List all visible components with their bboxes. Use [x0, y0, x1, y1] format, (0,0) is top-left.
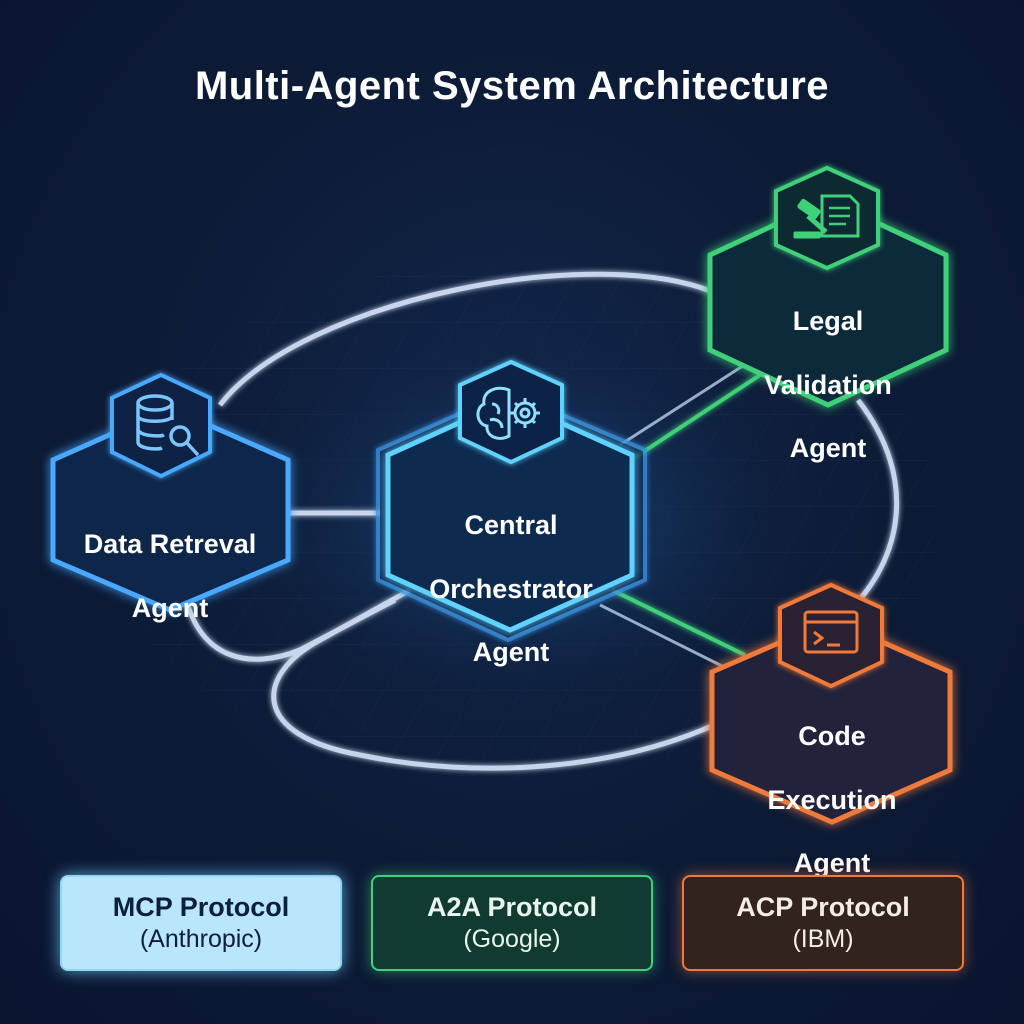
- page-title: Multi-Agent System Architecture: [194, 64, 830, 108]
- code-execution-agent-node[interactable]: [709, 582, 953, 825]
- code-icon-hexagon: [778, 582, 884, 689]
- data-retrieval-label-line1: Data Retreval: [83, 528, 257, 559]
- database-search-icon: [136, 394, 200, 457]
- central-orchestrator-agent-label: Central Orchestrator Agent: [395, 478, 627, 701]
- central-orchestrator-agent-node[interactable]: [376, 359, 647, 643]
- left-lower-loop-path: [182, 594, 397, 662]
- legend-acp-name: ACP Protocol: [736, 891, 910, 922]
- legend-mcp-name: MCP Protocol: [112, 891, 290, 922]
- legal-validation-agent-label: Legal Validation Agent: [718, 274, 938, 497]
- right-loop-path: [848, 398, 900, 612]
- code-hexagon: [709, 617, 953, 825]
- a2a-connections: [611, 373, 762, 657]
- legal-label-line3: Agent: [789, 433, 867, 464]
- legend-mcp-protocol: MCP Protocol (Anthropic): [60, 875, 342, 971]
- data-retrieval-hexagon: [50, 405, 291, 613]
- data-retrieval-icon-hexagon: [110, 372, 212, 479]
- legend-a2a-name: A2A Protocol: [426, 891, 597, 922]
- central-to-legal-path: [626, 373, 762, 464]
- legal-icon-hexagon: [774, 165, 880, 271]
- code-label-line3: Agent: [793, 848, 871, 879]
- legal-label-line2: Validation: [764, 369, 892, 400]
- legal-validation-agent-node[interactable]: [707, 165, 949, 408]
- bottom-loop-path: [271, 587, 727, 771]
- legend-a2a-protocol: A2A Protocol (Google): [371, 875, 653, 971]
- data-retrieval-agent-label: Data Retreval Agent: [55, 497, 285, 656]
- mcp-connections: [182, 271, 900, 771]
- legend-mcp-org: (Anthropic): [139, 925, 263, 954]
- code-label-line1: Code: [798, 720, 866, 751]
- terminal-window-icon: [803, 610, 859, 654]
- legend-acp-org: (IBM): [792, 925, 854, 954]
- code-execution-agent-label: Code Execution Agent: [722, 689, 942, 912]
- data-retrieval-agent-node[interactable]: [50, 372, 291, 613]
- legend-acp-protocol: ACP Protocol (IBM): [682, 875, 964, 971]
- legal-hexagon: [707, 197, 949, 408]
- central-hexagon: [385, 397, 635, 633]
- gavel-document-icon: [793, 194, 860, 239]
- a2a-connections-pale: [599, 358, 753, 672]
- central-label-line3: Agent: [472, 637, 550, 668]
- legend-a2a-org: (Google): [463, 925, 561, 954]
- central-label-line2: Orchestrator: [429, 573, 593, 604]
- legal-label-line1: Legal: [792, 305, 864, 336]
- brain-gear-icon: [476, 386, 540, 440]
- code-label-line2: Execution: [767, 784, 897, 815]
- data-retrieval-label-line2: Agent: [131, 592, 209, 623]
- central-label-line1: Central: [464, 509, 558, 540]
- outer-loop-path: [218, 271, 722, 407]
- central-to-code-path: [611, 588, 746, 657]
